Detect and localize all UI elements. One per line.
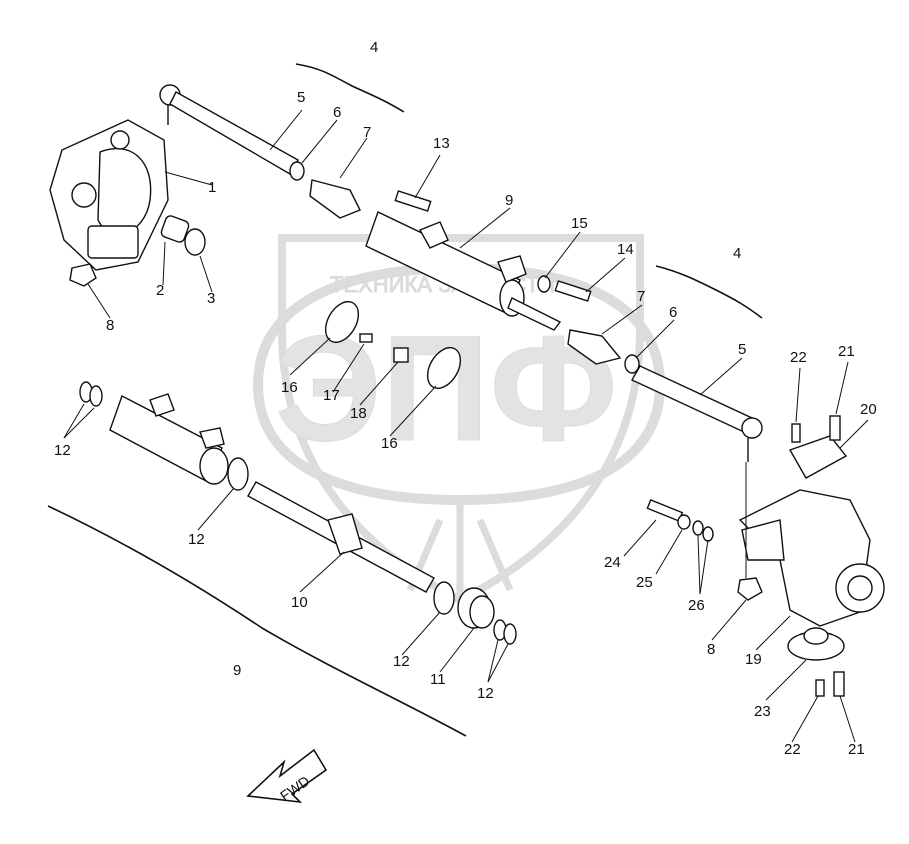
callout-2: 2 [156,282,164,299]
callout-4-right: 4 [733,245,741,262]
inner-tie-rod-7-right [567,329,622,365]
callout-6-left: 6 [333,104,341,121]
callout-12-left: 12 [54,442,71,459]
cylinder-upper [365,211,562,331]
bolt-21-bottom [833,671,845,697]
block-18 [393,347,409,363]
callout-23: 23 [754,703,771,720]
o-ring-12-mid [227,457,249,491]
washer-15 [537,275,551,293]
brace-9-bottom [47,505,467,737]
callout-5-right: 5 [738,341,746,358]
callout-20: 20 [860,401,877,418]
piston-rod-10 [247,481,435,593]
washer-26-b [702,526,714,542]
bolt-21-top [829,415,841,441]
grease-fitting-22-top [791,423,801,443]
o-ring-12-left-b [89,385,103,407]
callout-18: 18 [350,405,367,422]
nut-8-left [69,263,97,287]
brace-4-top [295,63,405,113]
tie-rod-tube-left [169,91,299,175]
grease-fitting-22-bottom [815,679,825,697]
nut-8-right [737,577,763,601]
callout-13: 13 [433,135,450,152]
callout-25: 25 [636,574,653,591]
cylinder-barrel-lower [109,393,229,485]
leader-lines [63,109,869,743]
snap-ring-16-left [324,301,360,343]
callout-4-top: 4 [370,39,378,56]
callout-16-right: 16 [381,435,398,452]
callout-12-mid: 12 [188,531,205,548]
washer-26-a [692,520,704,536]
callout-6-right: 6 [669,304,677,321]
brace-4-right [655,265,763,319]
callout-5-left: 5 [297,89,305,106]
forward-direction-arrow: FWD [246,748,328,804]
seal-3 [184,228,206,256]
callout-22-bottom: 22 [784,741,801,758]
callout-9-upper: 9 [505,192,513,209]
steering-knuckle-right [738,489,885,627]
jam-nut-6-right [624,354,640,374]
callout-8-left: 8 [106,317,114,334]
bolt-13 [394,190,432,212]
tie-rod-tube-right [631,365,763,462]
jam-nut-6-left [289,161,305,181]
callout-7-right: 7 [637,288,645,305]
clip-17 [359,333,373,343]
callout-7-left: 7 [363,124,371,141]
king-pin-cap-23 [787,627,845,661]
callout-21-top: 21 [838,343,855,360]
callout-26: 26 [688,597,705,614]
o-ring-12-lower-c [503,623,517,645]
callout-16-left: 16 [281,379,298,396]
callout-11: 11 [430,671,446,688]
callout-12-bottom: 12 [477,685,494,702]
bolt-24 [646,499,684,522]
callout-8-right: 8 [707,641,715,658]
callouts: 1 2 3 4 4 5 5 6 6 7 7 8 8 9 9 10 11 12 1… [54,39,877,758]
o-ring-12-lower-a [433,581,455,615]
steering-knuckle-left [49,119,169,271]
callout-3: 3 [207,290,215,307]
callout-24: 24 [604,554,621,571]
callout-15: 15 [571,215,588,232]
bushing-2 [160,215,190,243]
king-pin-cap-20 [788,435,848,479]
callout-21-bottom: 21 [848,741,865,758]
callout-9-lower: 9 [233,662,241,679]
inner-tie-rod-7-left [309,179,361,219]
watermark: ТЕХНИКА ЗАПЧАСТИ ЭПФ [252,234,666,605]
snap-ring-16-right [426,347,462,389]
callout-10: 10 [291,594,308,611]
callout-17: 17 [323,387,340,404]
callout-22-top: 22 [790,349,807,366]
callout-14: 14 [617,241,634,258]
callout-1: 1 [208,179,216,196]
nut-25 [677,514,691,530]
callout-12-lower: 12 [393,653,410,670]
gland-11 [457,587,495,629]
bolt-14 [554,280,592,302]
callout-19: 19 [745,651,762,668]
